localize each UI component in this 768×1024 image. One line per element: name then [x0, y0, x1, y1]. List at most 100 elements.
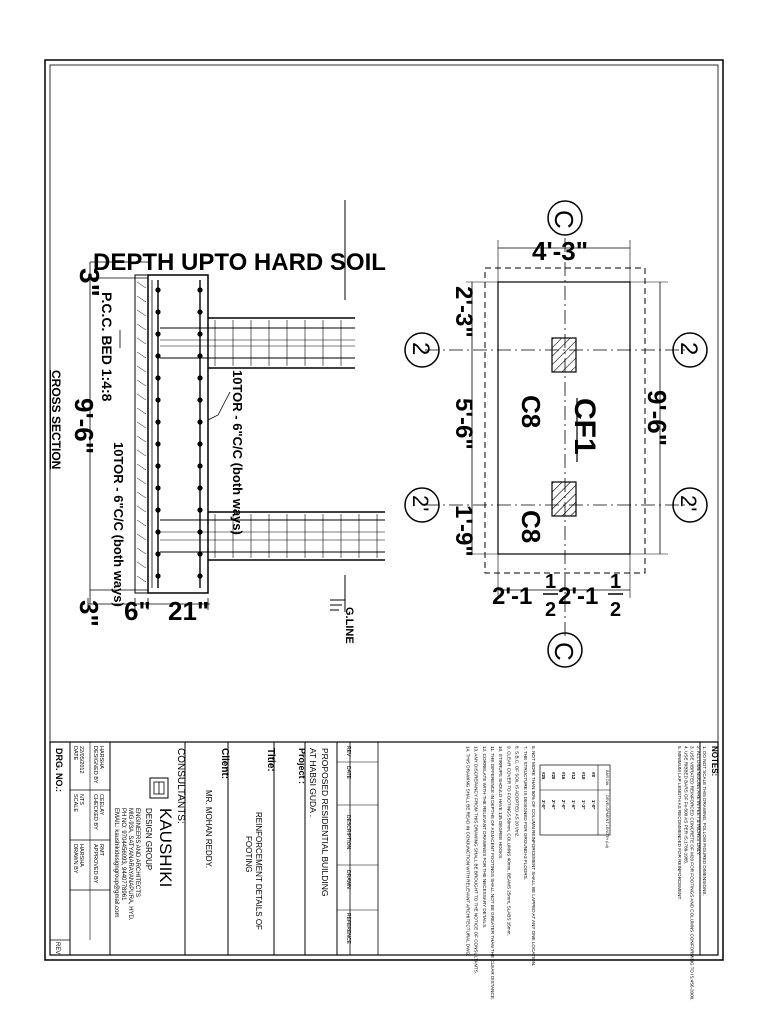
- checked-value: CEELAY: [98, 794, 104, 816]
- pcc-hatch-mark: [136, 491, 147, 499]
- client-name: MR. MOHAN REDDY.: [204, 790, 213, 868]
- firm-sub: DESIGN GROUP: [144, 808, 153, 870]
- note-line: 5. MINIMUM LAP LENGTH AS RECOMMENDED FOR…: [677, 746, 682, 900]
- checked-label: CHECKED BY: [92, 794, 98, 830]
- svg-text:2: 2: [545, 599, 556, 621]
- pcc-hatch-mark: [136, 519, 147, 527]
- column-c8-bottom: [551, 481, 577, 517]
- svg-text:C: C: [549, 642, 579, 661]
- svg-text:2': 2': [676, 495, 701, 511]
- note-line: 9. CLEAR COVER TO FOOTINGS 50mm, COLUMNS…: [506, 746, 511, 936]
- pcc-hatch-mark: [136, 547, 147, 555]
- pcc-hatch-mark: [136, 561, 147, 569]
- pcc-hatch-mark: [136, 337, 147, 345]
- grid-bubble-2p-right: 2': [672, 487, 708, 523]
- rev-label: REV: [54, 942, 60, 954]
- pcc-hatch-mark: [136, 309, 147, 317]
- table-header: BAR DIA.: [605, 770, 609, 786]
- svg-text:1: 1: [545, 571, 556, 593]
- rev-header-drawn: DRAWN: [345, 870, 351, 889]
- table-header: DEVELOPMENT LENGTH (Ld): [605, 795, 609, 849]
- scale-label: SCALE: [72, 794, 78, 812]
- pcc-hatch-mark: [136, 281, 147, 289]
- firm-line-4: EMAIL: kaushikidesigngroup@gmail.com: [113, 808, 119, 917]
- designed-label: DESIGNED BY: [92, 746, 98, 784]
- notes-list-2: 6. NOT MORE THAN 50% OF COLUMN REINFORCE…: [465, 746, 536, 1000]
- firm-line-1: ENGINEERS AND ARCHITECTS: [134, 808, 140, 897]
- note-line: 11. THE DIFFERENCE IN DEPTHS OF ADJACENT…: [490, 746, 495, 1000]
- grid-bubble-2-left: 2: [404, 332, 440, 368]
- title-label: Title:: [265, 748, 276, 772]
- drawn-value: HARSHA: [78, 844, 84, 867]
- drawn-label: DRAWN BY: [72, 844, 78, 874]
- svg-text:2: 2: [407, 342, 434, 355]
- dim-left-3-text: 1'-9": [450, 505, 477, 557]
- table-cell: #25: [541, 772, 546, 780]
- rev-header-description: DESCRIPTION: [345, 815, 351, 850]
- dim-right-text: 9'-6": [642, 390, 672, 446]
- note-line: 1. DO NOT SCALE THIS DRAWING. FOLLOW FIG…: [702, 746, 707, 896]
- note-line: 12. CORRELATE WITH THE RELEVANT DRAWINGS…: [482, 746, 487, 928]
- column-label-c8-top: C8: [516, 395, 546, 428]
- note-line: 7. THE STRUCTURE IS DESIGNED FOR GROUND+…: [523, 746, 528, 880]
- pcc-hatch-mark: [136, 477, 147, 485]
- pcc-hatch-mark: [136, 351, 147, 359]
- notes-list-1: 1. DO NOT SCALE THIS DRAWING. FOLLOW FIG…: [677, 746, 707, 1000]
- outer-border: [44, 59, 724, 961]
- cross-section-title: CROSS SECTION: [49, 370, 63, 469]
- consultants-label: CONSULTANTS:: [175, 748, 186, 824]
- footing-outline: [497, 281, 631, 555]
- rev-header-reference: REFERENCE: [345, 913, 351, 945]
- footing-plan: C C 2 2 2' 2': [404, 200, 708, 668]
- pcc-hatch-mark: [136, 463, 147, 471]
- gline-label: G.LINE: [343, 607, 355, 644]
- bottom-left-dim: 3": [74, 600, 104, 627]
- pcc-hatch-mark: [136, 575, 147, 583]
- designed-value: HARSHA: [98, 746, 104, 769]
- svg-text:C: C: [549, 210, 579, 229]
- svg-text:1: 1: [610, 571, 621, 593]
- svg-text:2: 2: [610, 599, 621, 621]
- rebar-dots: [155, 287, 203, 579]
- client-label: Client:: [219, 748, 230, 779]
- pcc-hatch-mark: [136, 323, 147, 331]
- title-line-1: REINFORCEMENT DETAILS OF: [254, 812, 263, 930]
- width-dim-text: 9'-6": [69, 398, 99, 454]
- note-line: 10. STIRRUPS SHOULD HAVE 135 DEGREE HOOK…: [498, 746, 503, 860]
- column-label-c8-bottom: C8: [516, 510, 546, 543]
- project-line-2: AT HABSI GUDA .: [308, 748, 318, 817]
- dim-left-1-text: 2'-3": [450, 286, 477, 338]
- note-line: 8. S.B.C. OF SOIL IS ADOPTED AS 20 t/m2.: [515, 746, 520, 837]
- title-line-2: FOOTING: [244, 836, 253, 872]
- scale-value: NTS: [78, 794, 84, 805]
- approved-value: RMT: [98, 844, 104, 857]
- svg-text:2'-1: 2'-1: [492, 583, 532, 610]
- title-block-frame: [49, 741, 719, 956]
- table-cell: 1'-6": [571, 800, 576, 809]
- column-c8-top: [551, 337, 577, 373]
- top-dim-text: 3": [74, 268, 105, 297]
- svg-text:2: 2: [675, 342, 702, 355]
- pcc-hatch-mark: [136, 407, 147, 415]
- footing-body: [147, 274, 209, 594]
- bottom-bars-label: 10TOR - 6"C/C (both ways): [111, 442, 126, 607]
- pcc-hatch-mark: [136, 393, 147, 401]
- svg-text:2': 2': [408, 495, 433, 511]
- note-line: 13. ANY DISCREPANCY FROM THIS DRAWING SH…: [474, 746, 479, 974]
- pcc-hatch-mark: [136, 379, 147, 387]
- table-cell: 1'-0": [591, 800, 596, 809]
- dim-left-2-text: 5'-6": [450, 398, 477, 450]
- approved-label: APPROVED BY: [92, 844, 98, 884]
- note-line: 6. NOT MORE THAN 50% OF COLUMN REINFORCE…: [531, 746, 536, 966]
- pcc-hatch-mark: [136, 421, 147, 429]
- dwg-no-label: DRG. NO.:: [54, 748, 64, 792]
- firm-logo: [149, 777, 169, 799]
- pcc-hatch: [136, 281, 147, 583]
- table-cell: 3'-0": [541, 800, 546, 809]
- rev-header-date: DATE: [345, 766, 351, 780]
- note-line: 4. USE RIBBED BARS OF Fe-500 AS PER IS:1…: [683, 746, 688, 864]
- depth-label: DEPTH UPTO HARD SOIL: [93, 249, 386, 276]
- title-block: DRG. NO.: REV DATE 22/05/2012 DESIGNED B…: [49, 741, 719, 1000]
- pcc-hatch-mark: [136, 295, 147, 303]
